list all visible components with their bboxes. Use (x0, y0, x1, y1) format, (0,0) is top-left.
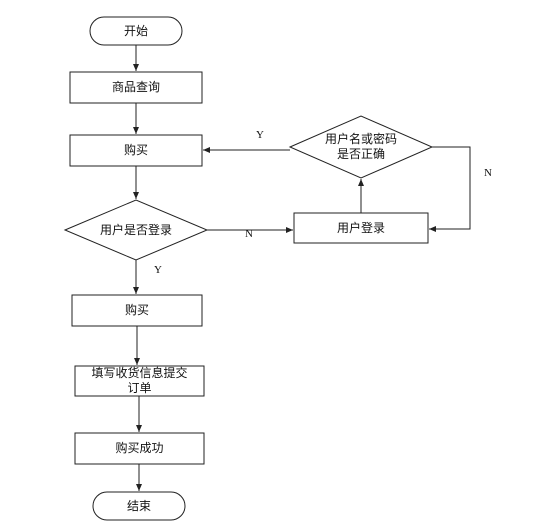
credentials-check-diamond (288, 115, 434, 179)
query-box (69, 71, 203, 104)
edge-label-login-yes: Y (154, 264, 162, 276)
edge-credcheck-no (429, 146, 471, 232)
edge-label-cred-yes: Y (256, 129, 264, 141)
login-check-diamond (63, 199, 209, 261)
edge-label-cred-no: N (484, 167, 492, 179)
fill-order-box (74, 365, 205, 397)
edge-label-login-no: N (245, 228, 253, 240)
buy-box-2 (71, 294, 203, 327)
login-box (293, 212, 429, 244)
end-terminator (92, 491, 186, 521)
buy-box-1 (69, 134, 203, 167)
start-terminator (89, 16, 183, 46)
success-box (74, 432, 205, 465)
